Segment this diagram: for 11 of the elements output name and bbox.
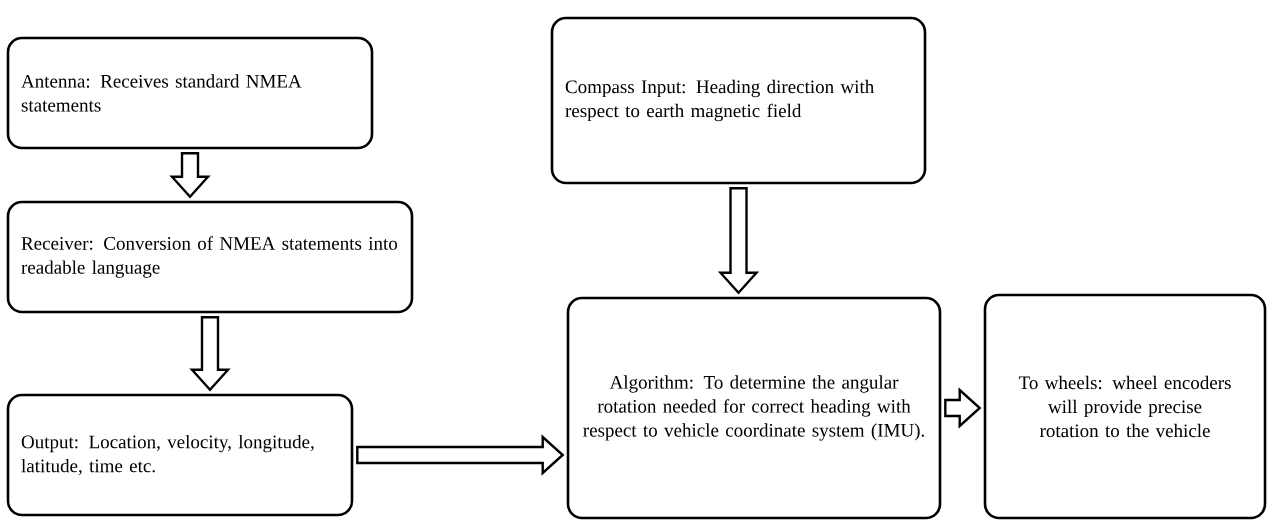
process-box: Algorithm: To determine the angular rotation needed for correct heading with respect to vehicle coordinate system (IMU). <box>566 296 942 520</box>
process-box: To wheels: wheel encoders will provide precise rotation to the vehicle <box>983 293 1267 520</box>
process-box: Receiver: Conversion of NMEA statements into readable language <box>6 200 414 314</box>
process-box: Compass Input: Heading direction with respect to earth magnetic field <box>550 16 927 185</box>
block-arrow <box>944 387 982 429</box>
block-arrow <box>169 152 211 199</box>
process-box: Output: Location, velocity, longitude, latitude, time etc. <box>6 393 354 517</box>
process-box: Antenna: Receives standard NMEA statements <box>6 36 374 150</box>
block-arrow <box>189 316 231 392</box>
block-arrow <box>717 187 760 295</box>
block-arrow <box>356 434 565 476</box>
